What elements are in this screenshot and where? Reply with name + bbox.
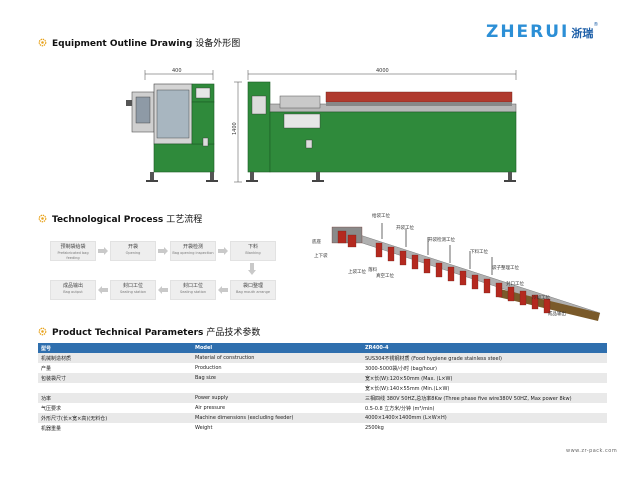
label-bag-opening: 开袋工位: [396, 224, 414, 231]
arrow-left-icon: [158, 286, 168, 294]
header-cell: Model: [192, 343, 362, 353]
dim-width-label: 400: [172, 68, 182, 74]
arrow-right-icon: [158, 247, 168, 255]
label-output: 成品输出: [548, 310, 566, 317]
params-title-cn: 产品技术参数: [206, 328, 261, 338]
logo-text-cn: 浙瑞: [571, 27, 594, 40]
arrow-right-icon: [98, 247, 108, 255]
process-title-cn: 工艺流程: [166, 215, 203, 225]
params-title-en: Product Technical Parameters: [52, 328, 204, 338]
table-row: 宽×长(W):140×55mm (Min.(L×W): [38, 383, 607, 393]
arrow-left-icon: [98, 286, 108, 294]
dim-height-label: 1400: [232, 122, 238, 135]
dim-length-label: 4000: [376, 68, 389, 74]
table-header-row: 型号 Model ZR400-4: [38, 343, 607, 353]
label-vacuum: 真空工位: [376, 272, 394, 279]
label-drop: 落料: [368, 266, 377, 273]
label-blanking: 下料工位: [470, 248, 488, 255]
label-bag-giving: 给袋工位: [372, 212, 390, 219]
footer-url: www.zr-pack.com: [566, 448, 618, 454]
arrow-right-icon: [218, 247, 228, 255]
arrow-down-icon: [248, 263, 256, 275]
label-sealing: 封口工位: [506, 280, 524, 287]
machine-drawing: 400 4000 1400: [126, 68, 517, 183]
logo-text-en: ZHERUI: [486, 22, 570, 42]
arrow-left-icon: [218, 286, 228, 294]
label-bag-arrange: 袋子整理工位: [492, 264, 519, 271]
header-cell: ZR400-4: [362, 343, 607, 353]
label-up-down-bag: 上下袋: [314, 252, 328, 259]
front-view: [246, 81, 517, 182]
process-illustration: 给袋工位 开袋工位 开袋检测工位 下料工位 袋子整理工位 封口工位 冷却工位 成…: [312, 212, 601, 321]
table-row: 外形尺寸(长×宽×高)(无料仓)Machine dimensions (excl…: [38, 413, 607, 423]
gear-icon: [38, 327, 47, 336]
section-title-cn: 设备外形图: [195, 39, 241, 49]
label-opening-check: 开袋检测工位: [428, 236, 455, 243]
section-title-en: Equipment Outline Drawing: [52, 39, 193, 49]
side-view: [126, 83, 218, 182]
gear-icon: [38, 38, 47, 47]
logo-registered: ®: [593, 22, 599, 28]
label-base: 底座: [312, 238, 321, 245]
gear-icon: [38, 214, 47, 223]
label-bag-loading: 上袋工位: [348, 268, 366, 275]
process-title-en: Technological Process: [52, 215, 164, 225]
label-cooling: 冷却工位: [532, 294, 550, 301]
header-cell: 型号: [38, 343, 192, 353]
